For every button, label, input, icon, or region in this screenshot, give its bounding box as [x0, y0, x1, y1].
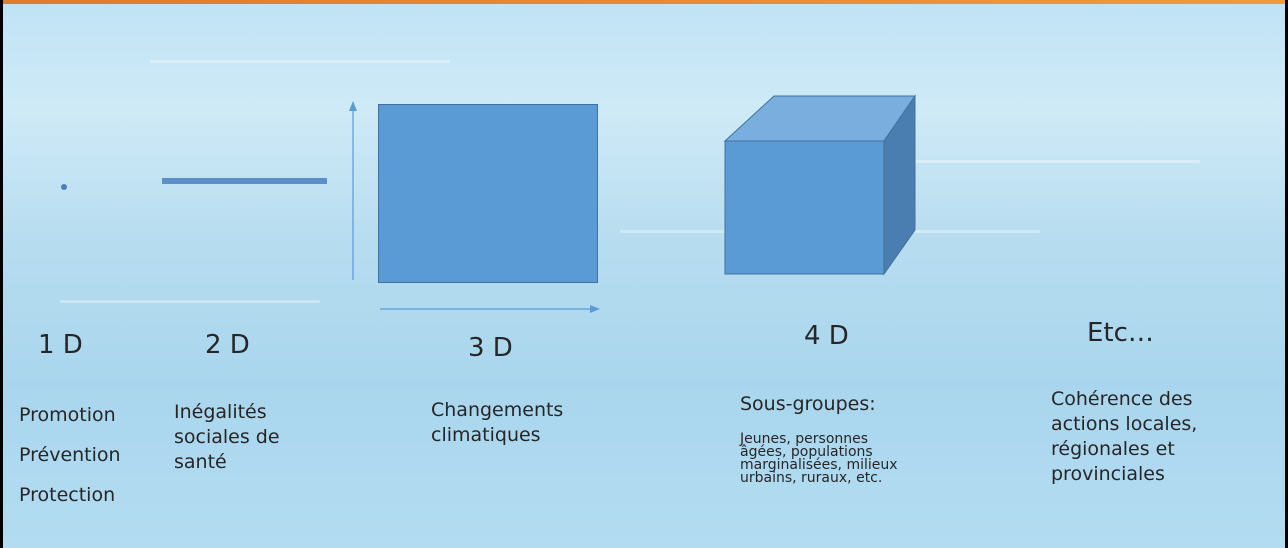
heading-1d: 1 D — [38, 330, 83, 360]
cube-shape — [723, 94, 916, 276]
water-streak — [150, 60, 450, 63]
heading-2d: 2 D — [205, 330, 250, 360]
text-2d: Inégalités sociales de santé — [174, 401, 280, 473]
text-3d: Changements climatiques — [431, 399, 564, 446]
square-shape — [378, 104, 598, 283]
axes-arrows — [349, 101, 600, 313]
list-item: Protection — [19, 484, 116, 506]
detail-4d: Jeunes, personnes âgées, populations mar… — [740, 431, 898, 486]
list-item: Prévention — [19, 444, 121, 466]
water-streak — [60, 300, 320, 303]
list-1d: Promotion Prévention Protection — [19, 395, 121, 515]
horizontal-arrowhead — [590, 305, 600, 313]
water-streak — [900, 160, 1200, 163]
heading-3d: 3 D — [468, 333, 513, 363]
line-shape — [162, 178, 327, 184]
left-border — [0, 0, 3, 548]
heading-etc: Etc… — [1087, 318, 1154, 348]
heading-4d: 4 D — [804, 321, 849, 351]
point-shape — [61, 184, 67, 190]
vertical-arrowhead — [349, 101, 357, 111]
right-border — [1285, 0, 1288, 548]
text-etc: Cohérence des actions locales, régionale… — [1051, 388, 1198, 485]
text-4d: Sous-groupes: — [740, 393, 876, 415]
accent-bar — [0, 0, 1288, 4]
cube-top-face — [723, 95, 916, 142]
cube-front-face — [724, 140, 885, 275]
list-item: Promotion — [19, 404, 116, 426]
